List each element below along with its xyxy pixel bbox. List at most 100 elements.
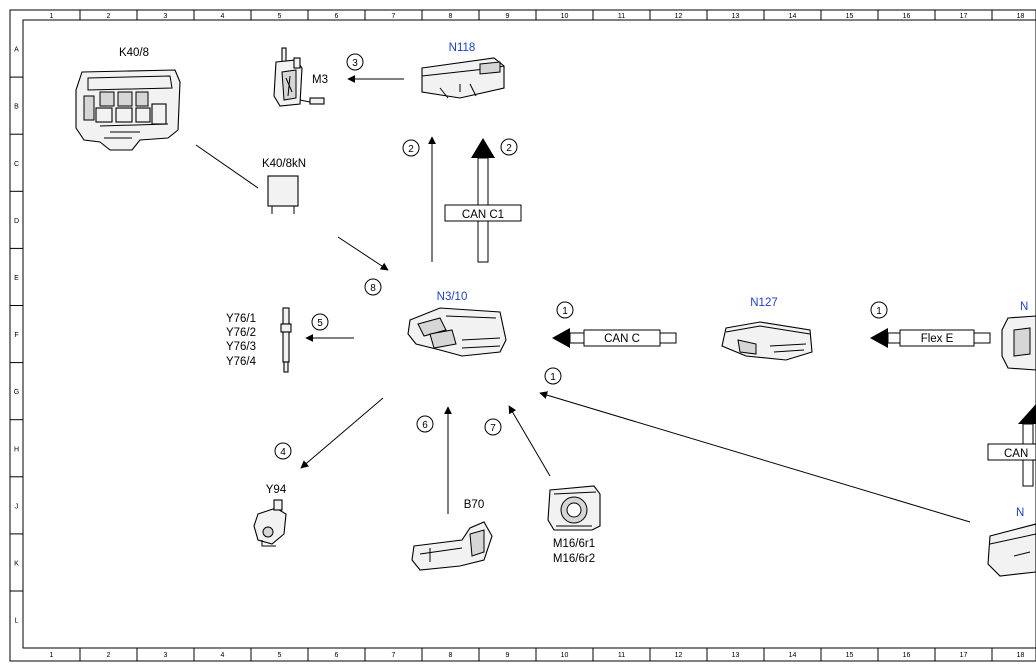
bus-arrow-flex-e [870,328,991,348]
callout-n118-thin: 2 [402,139,420,157]
m16-6r1-label: M16/6r1 [553,538,595,550]
m3-fuel-pump[interactable] [273,47,325,107]
callout-can-c-arrow: 1 [556,301,574,319]
m3-label: M3 [312,74,328,86]
svg-text:8: 8 [370,283,376,294]
row-letter: K [14,560,19,567]
column-number: 3 [164,13,168,20]
m16-6r2-label: M16/6r2 [553,553,595,565]
callout-m3-arrow: 3 [346,53,364,71]
column-number: 13 [732,652,740,659]
column-number: 4 [221,13,225,20]
svg-text:2: 2 [506,143,512,154]
can-c-label: CAN C [604,333,640,345]
y94-quantity-control-valve[interactable] [253,499,287,547]
k40-8-label: K40/8 [119,47,149,59]
callout-b70-arrow: 6 [416,415,434,433]
can-c1-label: CAN C1 [462,209,504,221]
column-number: 13 [732,13,740,20]
line-k40-8-to-relay [195,144,259,189]
column-number: 10 [561,13,569,20]
n127-powertrain-control-unit[interactable] [721,321,813,361]
column-number: 17 [960,13,968,20]
right-top-partial-label: N [1020,301,1028,313]
column-number: 6 [335,13,339,20]
svg-text:3: 3 [352,58,358,69]
column-number: 8 [449,652,453,659]
callout-y94-arrow: 4 [274,442,292,460]
row-letter: G [14,389,19,396]
row-letter: H [14,446,19,453]
column-number: 12 [675,13,683,20]
svg-text:7: 7 [490,423,496,434]
border-frame [9,9,1036,662]
row-letter: A [14,47,19,54]
y76-1-label: Y76/1 [226,313,256,325]
svg-text:1: 1 [550,372,556,383]
n127-label: N127 [750,297,778,309]
y76-4-label: Y76/4 [226,356,257,368]
k40-8kn-relay[interactable] [267,175,299,214]
right-bottom-partial-unit[interactable] [987,523,1036,577]
column-number: 12 [675,652,683,659]
column-number: 7 [392,13,396,20]
arrow-relay-to-n3-10 [337,236,389,271]
y76-fuel-injector[interactable] [280,307,292,373]
column-number: 5 [278,13,282,20]
can-partial-label: CAN [1004,448,1028,460]
bus-arrow-can-c [552,328,677,348]
column-number: 2 [107,652,111,659]
svg-text:1: 1 [562,306,568,317]
n118-fuel-pump-control-unit[interactable] [421,57,505,99]
n3-10-label: N3/10 [437,291,468,303]
m16-6-throttle-valve-actuator[interactable] [547,485,601,531]
callout-n118-can: 2 [500,138,518,156]
column-number: 9 [506,13,510,20]
row-letter: E [14,275,19,282]
y76-3-label: Y76/3 [226,341,256,353]
n3-10-engine-control-unit[interactable] [407,307,507,357]
row-letter: J [15,503,19,510]
y76-2-label: Y76/2 [226,327,256,339]
svg-text:1: 1 [876,306,882,317]
column-number: 6 [335,652,339,659]
bus-arrow-can-c1 [444,138,522,263]
right-top-partial-unit[interactable] [1001,315,1036,371]
arrow-m16-to-n3-10 [508,405,551,477]
svg-text:5: 5 [317,318,323,329]
n118-label: N118 [449,42,476,54]
row-letter: B [14,104,19,111]
column-number: 9 [506,652,510,659]
callout-k40-arrow: 8 [364,278,382,296]
column-number: 4 [221,652,225,659]
column-number: 3 [164,652,168,659]
column-number: 14 [789,652,797,659]
flex-e-label: Flex E [921,333,954,345]
arrow-right-unit-to-n3-10 [539,391,971,523]
signal-arrows [195,75,971,523]
b70-crankshaft-sensor[interactable] [411,521,493,571]
column-number: 11 [618,652,625,659]
k40-8-fuse-relay-module[interactable] [75,69,181,151]
y94-label: Y94 [266,484,287,496]
callout-flex-e-arrow: 1 [870,301,888,319]
arrow-n3-10-to-y94 [300,397,384,469]
right-bottom-partial-label: N [1016,507,1024,519]
column-number: 5 [278,652,282,659]
column-number: 15 [846,652,854,659]
callout-m16-arrow: 7 [484,418,502,436]
k40-8kn-label: K40/8kN [262,158,306,170]
row-letter: C [14,161,19,168]
bus-arrow-can-partial [987,404,1036,487]
column-number: 10 [561,652,569,659]
column-number: 11 [618,13,625,20]
callout-y76-arrow: 5 [311,313,329,331]
column-number: 16 [903,13,911,20]
row-letter: L [15,618,19,625]
column-number: 15 [846,13,854,20]
svg-text:6: 6 [422,420,428,431]
